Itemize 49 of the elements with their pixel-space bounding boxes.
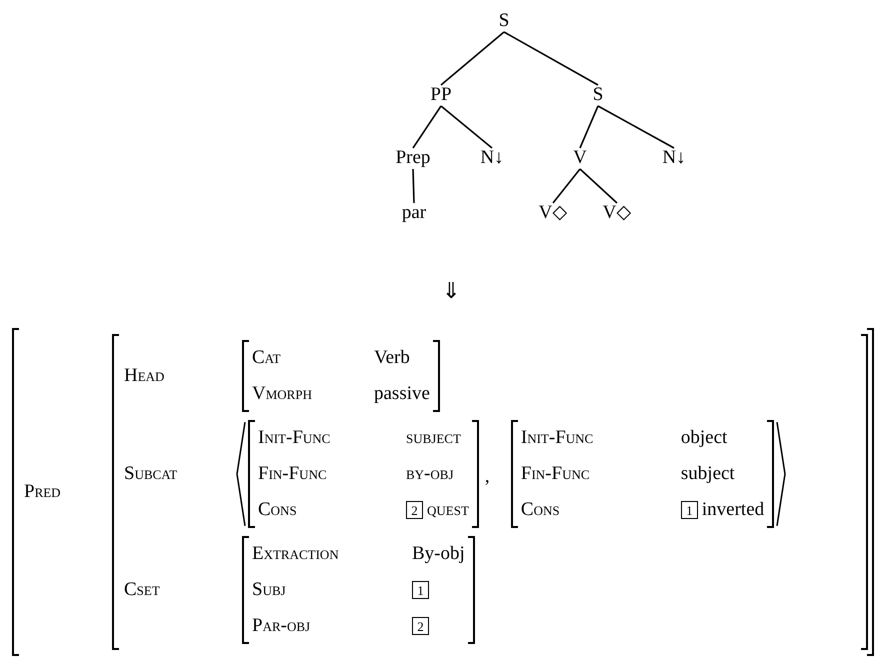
feature-name: by-obj (406, 462, 454, 486)
tree-branch (412, 168, 415, 204)
feature-value: By-obj (412, 542, 465, 566)
feature-name: Cons (258, 498, 297, 522)
feature-name: Extraction (252, 542, 339, 566)
tree-branch (504, 31, 598, 86)
tree-node-label: N↓ (661, 145, 687, 171)
tree-node-label: S (592, 82, 604, 108)
tree-node-label: Prep (394, 145, 432, 171)
feature-name: Cset (124, 578, 160, 600)
coindex-tag: 2 (412, 617, 429, 635)
feature-name: Init-Func (258, 426, 330, 450)
tree-node-label: N↓ (479, 145, 505, 171)
feature-value: inverted (702, 498, 764, 522)
tree-branch (440, 31, 505, 86)
feature-name: Head (124, 364, 164, 386)
feature-name: Subcat (124, 462, 178, 484)
tree-node-label: par (400, 200, 428, 226)
tree-branch (579, 168, 618, 204)
tree-node-label: V◇ (602, 200, 632, 226)
feature-name: quest (427, 498, 469, 522)
feature-value: , (484, 464, 490, 489)
feature-name: Cons (520, 498, 560, 522)
feature-name: Vmorph (252, 382, 312, 406)
tree-branch (412, 106, 442, 148)
feature-name: Subj (252, 578, 286, 602)
tree-node-label: V◇ (538, 200, 568, 226)
tree-branch (579, 106, 599, 148)
feature-value: Verb (374, 346, 410, 370)
derivation-arrow-symbol: ⇓ (442, 277, 460, 305)
tree-node-label: S (498, 8, 510, 34)
coindex-tag: 2 (406, 501, 423, 519)
feature-name: Cat (252, 346, 281, 370)
feature-name: Fin-Func (258, 462, 327, 486)
tree-branch (598, 105, 674, 149)
tree-branch (552, 168, 581, 204)
tree-node-label: V (572, 145, 588, 171)
feature-name: Par-obj (252, 614, 310, 638)
feature-value: subject (680, 462, 735, 486)
feature-name: Init-Func (520, 426, 594, 450)
feature-value: passive (374, 382, 430, 406)
coindex-tag: 1 (412, 581, 429, 599)
feature-value: object (680, 426, 728, 450)
tree-branch (440, 105, 492, 149)
feature-name: Fin-Func (520, 462, 590, 486)
coindex-tag: 1 (680, 501, 698, 519)
tree-node-label: PP (429, 82, 453, 108)
feature-name: Pred (24, 480, 61, 502)
feature-name: subject (406, 426, 461, 450)
